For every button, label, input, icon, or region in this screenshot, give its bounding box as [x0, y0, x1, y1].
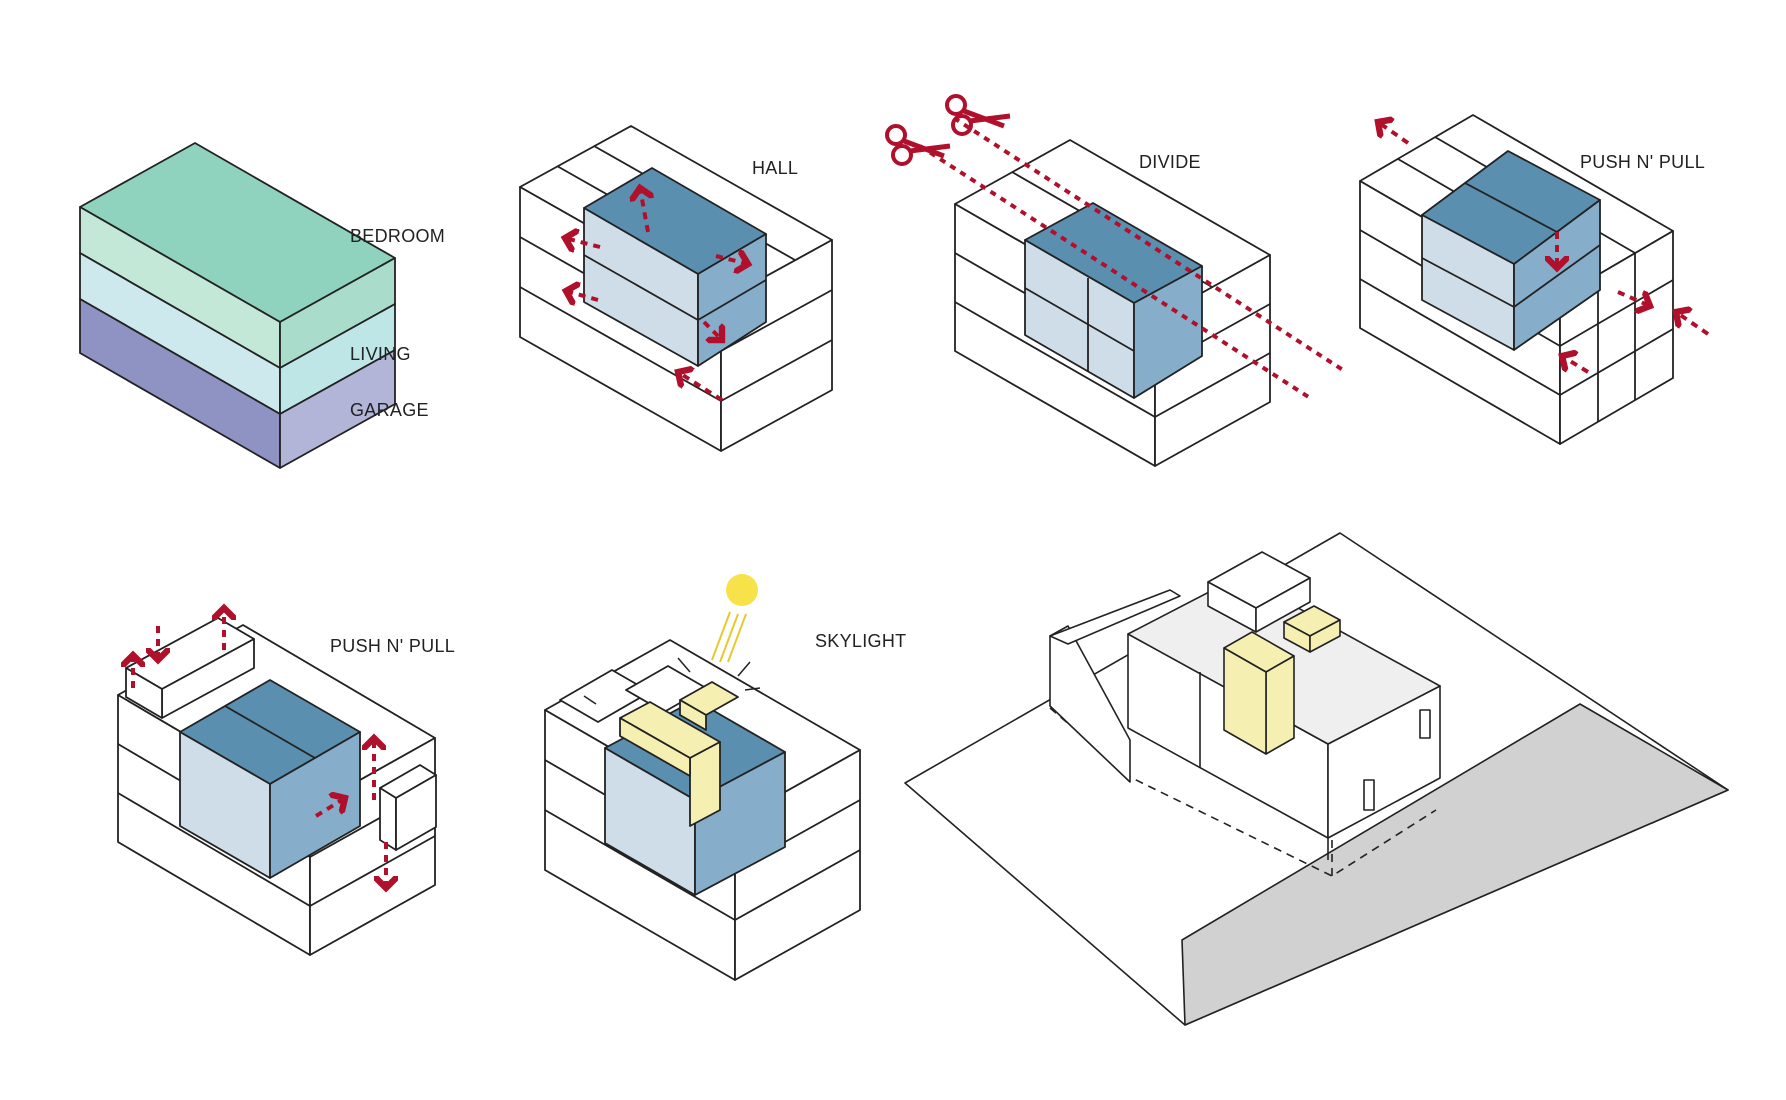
divide-volume-side [1133, 265, 1203, 399]
arrow-icon [1378, 122, 1410, 145]
hall-label: HALL [752, 158, 798, 178]
sun-icon [726, 574, 758, 606]
arrow-icon [1562, 356, 1590, 374]
sun-ray [711, 611, 731, 661]
arrow-icon [1617, 290, 1650, 306]
skylight-label: SKYLIGHT [815, 631, 906, 651]
grey-ground-plane [1181, 703, 1729, 1026]
window [1419, 709, 1431, 739]
ray-line [677, 657, 691, 673]
garage-band-right [279, 349, 396, 469]
divide-floor-line [954, 301, 1271, 418]
light-well-yellow [1265, 655, 1295, 755]
arrow-icon [715, 256, 748, 264]
bedroom-label: BEDROOM [350, 226, 445, 246]
sun-ray [727, 613, 747, 663]
pushpull2-floor-line [117, 792, 436, 907]
pushpull1-volume-edge [1513, 244, 1601, 308]
hall-volume-edge [697, 279, 767, 321]
building-left-wing-top [1049, 589, 1181, 645]
pushpull2-volume-edge [224, 705, 316, 759]
panel-hall: HALL [519, 125, 833, 452]
pushpull2-volume-side [269, 731, 361, 879]
divide-volume-edge [1024, 287, 1135, 352]
footprint-dashed [1049, 707, 1437, 877]
push-pull-label-1: PUSH N' PULL [1580, 152, 1705, 172]
building-roof-volume [1255, 577, 1311, 633]
push-pull-label-2: PUSH N' PULL [330, 636, 455, 656]
skylight-volume-yellow [619, 717, 691, 777]
skylight-floor-line [544, 809, 861, 921]
arrow-icon [702, 320, 722, 340]
scissors-icon [945, 94, 1011, 136]
arrow-icon [1676, 312, 1710, 336]
ray-line [737, 661, 751, 677]
cut-line [918, 144, 1312, 400]
ray-line [583, 695, 597, 705]
arrow-icon [314, 798, 345, 818]
pushpull2-side-block-side [395, 774, 437, 851]
skylight-box-yellow [1309, 619, 1341, 653]
divide-label: DIVIDE [1139, 152, 1201, 172]
ray-line [744, 687, 761, 691]
panel-divide: DIVIDE [885, 94, 1348, 467]
scissors-icon [885, 124, 951, 166]
pushpull2-raised-block [125, 667, 163, 719]
arrow-icon [566, 291, 599, 300]
hall-volume-edge [583, 254, 699, 321]
building-left-wing [1049, 625, 1131, 783]
living-label: LIVING [350, 344, 411, 364]
panel-skylight: SKYLIGHT [544, 574, 906, 981]
cut-line [952, 116, 1348, 374]
skylight-volume-side [694, 751, 786, 896]
pushpull2-side-block-front [379, 787, 397, 851]
panel-push-pull-1: PUSH N' PULL [1359, 114, 1710, 445]
pushpull1-volume-edge [1421, 257, 1515, 308]
panel-push-pull-2: PUSH N' PULL [117, 608, 455, 956]
window [1363, 779, 1375, 811]
garage-label: GARAGE [350, 400, 429, 420]
panel-program-stack: BEDROOM LIVING GARAGE [79, 142, 445, 469]
skylight-volume-yellow [689, 741, 721, 827]
panel-final-axonometric [904, 532, 1729, 1026]
light-well-yellow [1223, 647, 1267, 755]
sun-ray [719, 613, 739, 663]
pushpull1-volume-edge [1464, 182, 1558, 233]
arrow-icon [565, 238, 601, 247]
skylight-volume-yellow [679, 699, 707, 731]
arrow-icon [678, 372, 724, 402]
